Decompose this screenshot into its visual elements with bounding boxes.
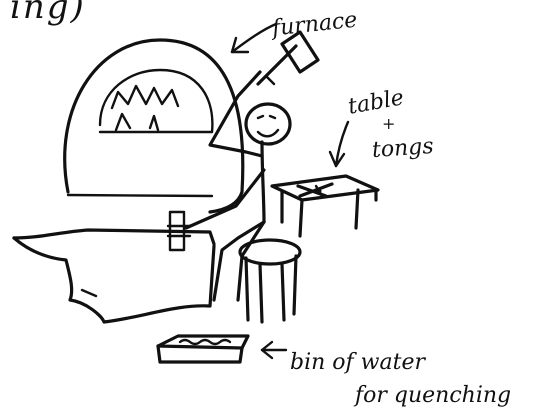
- arrow-to-furnace: [232, 24, 276, 52]
- table-with-tongs: [272, 176, 378, 236]
- label-bin-of-water: bin of water: [290, 352, 425, 374]
- label-for-quenching: for quenching: [355, 385, 511, 407]
- top-text-fragment: ing): [10, 0, 86, 24]
- arrow-to-table: [330, 122, 348, 166]
- label-plus: +: [382, 116, 395, 132]
- fire-flames: [112, 86, 178, 130]
- arrow-to-bin: [262, 342, 286, 358]
- stool: [240, 240, 300, 322]
- label-tongs: tongs: [371, 136, 434, 162]
- furnace: [65, 40, 243, 212]
- water-bin: [158, 336, 248, 362]
